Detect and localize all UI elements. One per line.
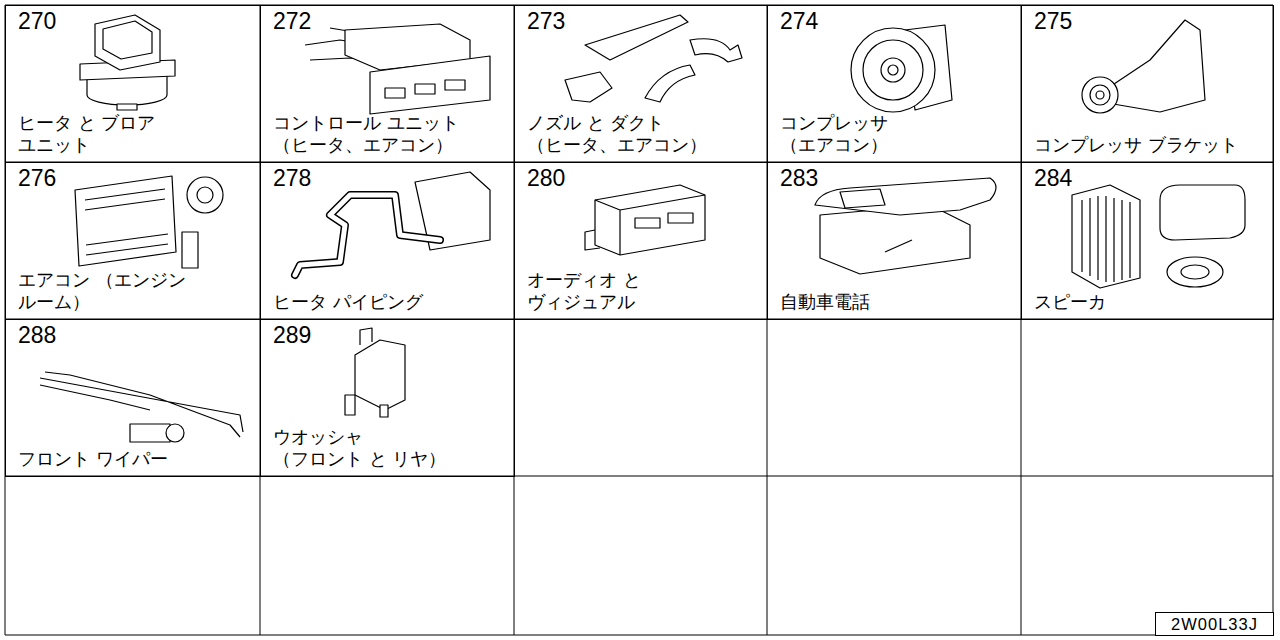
car-phone-drawing: [815, 178, 996, 274]
drawing-line: [635, 213, 693, 228]
part-name: コンプレッサ （エアコン）: [780, 112, 905, 156]
part-name: ヒータ と ブロア ユニット: [18, 112, 168, 156]
drawing-line: [815, 178, 996, 215]
catalog-cell: 273 ノズル と ダクト （ヒータ、エアコン）: [514, 5, 768, 163]
part-name: ノズル と ダクト （ヒータ、エアコン）: [527, 112, 717, 156]
drawing-line: [187, 177, 223, 213]
part-name: コンプレッサ ブラケット: [1034, 134, 1265, 156]
heater-piping-drawing: [295, 172, 490, 275]
drawing-line: [585, 15, 688, 60]
drawing-line: [881, 58, 905, 82]
drawing-line: [1072, 185, 1140, 288]
drawing-line: [103, 21, 152, 59]
drawing-line: [1082, 77, 1118, 113]
drawing-line: [585, 230, 600, 250]
audio-unit-drawing: [585, 185, 705, 255]
callout-number: 280: [527, 165, 565, 191]
drawing-line: [690, 39, 742, 62]
part-name: スピーカ: [1034, 291, 1265, 313]
callout-number: 289: [273, 322, 311, 348]
callout-number: 278: [273, 165, 311, 191]
grid-lines: [5, 5, 1273, 635]
compressor-drawing: [851, 25, 952, 112]
drawing-line: [565, 72, 612, 102]
catalog-cell: 283 自動車電話: [767, 162, 1022, 320]
callout-number: 276: [18, 165, 56, 191]
duct-drawing: [565, 15, 742, 102]
callout-number: 272: [273, 8, 311, 34]
drawing-line: [385, 80, 465, 98]
drawing-line: [595, 185, 705, 255]
drawing-line: [166, 424, 184, 442]
part-name: オーディオ と ヴィジュアル: [527, 269, 657, 313]
drawing-line: [360, 328, 372, 345]
catalog-cell: 274 コンプレッサ （エアコン）: [767, 5, 1022, 163]
drawing-line: [863, 40, 923, 100]
catalog-cell: 278 ヒータ パイピング: [260, 162, 515, 320]
bracket-drawing: [1082, 20, 1205, 113]
drawing-line: [1082, 196, 1130, 282]
part-name: 自動車電話: [780, 291, 1013, 313]
part-name: フロント ワイパー: [18, 448, 252, 470]
callout-number: 288: [18, 322, 56, 348]
catalog-cell: 284 スピーカ: [1021, 162, 1274, 320]
part-name: ヒータ パイピング: [273, 291, 506, 313]
grid-frame: [5, 5, 1273, 635]
washer-tank-drawing: [345, 328, 405, 417]
drawing-line: [1167, 257, 1223, 287]
drawing-line: [1090, 20, 1205, 112]
drawing-line: [85, 189, 168, 255]
drawing-line: [645, 65, 695, 102]
catalog-cell: 272 コントロール ユニット （ヒータ、エアコン）: [260, 5, 515, 163]
drawing-line: [851, 28, 935, 112]
drawing-line: [1096, 91, 1104, 99]
drawing-line: [888, 65, 898, 75]
drawing-code: 2W00L33J: [1171, 614, 1258, 634]
drawing-line: [595, 195, 705, 255]
drawing-line: [1090, 85, 1110, 105]
control-unit-drawing: [305, 24, 490, 114]
drawing-line: [295, 195, 440, 275]
drawing-line: [130, 424, 170, 442]
drawing-code-box: 2W00L33J: [1155, 612, 1274, 636]
condenser-drawing: [75, 176, 223, 268]
wiper-drawing: [40, 372, 243, 442]
catalog-cell: 275 コンプレッサ ブラケット: [1021, 5, 1274, 163]
drawing-line: [1160, 185, 1245, 240]
drawing-line: [885, 240, 912, 252]
drawing-line: [95, 15, 160, 70]
speaker-drawing: [1072, 185, 1245, 288]
drawing-line: [370, 56, 490, 114]
drawing-line: [197, 187, 213, 203]
drawing-line: [840, 189, 885, 208]
part-name: ウオッシャ （フロント と リヤ）: [273, 426, 453, 470]
callout-number: 284: [1034, 165, 1072, 191]
drawing-line: [1181, 265, 1209, 279]
part-name: コントロール ユニット （ヒータ、エアコン）: [273, 112, 488, 156]
part-name: エアコン （エンジン ルーム）: [18, 269, 252, 313]
catalog-cell: 288 フロント ワイパー: [5, 319, 261, 477]
catalog-cell: 289 ウオッシャ （フロント と リヤ）: [260, 319, 515, 477]
callout-number: 275: [1034, 8, 1072, 34]
drawing-line: [295, 195, 440, 275]
catalog-cell: 276 エアコン （エンジン ルーム）: [5, 162, 261, 320]
drawing-line: [182, 232, 198, 268]
drawing-line: [75, 176, 176, 266]
callout-number: 270: [18, 8, 56, 34]
catalog-cell: 270 ヒータ と ブロア ユニット: [5, 5, 261, 163]
drawing-line: [820, 205, 970, 274]
drawing-line: [355, 340, 405, 410]
drawing-line: [117, 104, 137, 110]
blower-unit-drawing: [80, 15, 175, 110]
callout-number: 274: [780, 8, 818, 34]
drawing-line: [345, 395, 388, 417]
callout-number: 273: [527, 8, 565, 34]
callout-number: 283: [780, 165, 818, 191]
grid-line: [5, 5, 1273, 635]
catalog-cell: 280 オーディオ と ヴィジュアル: [514, 162, 768, 320]
